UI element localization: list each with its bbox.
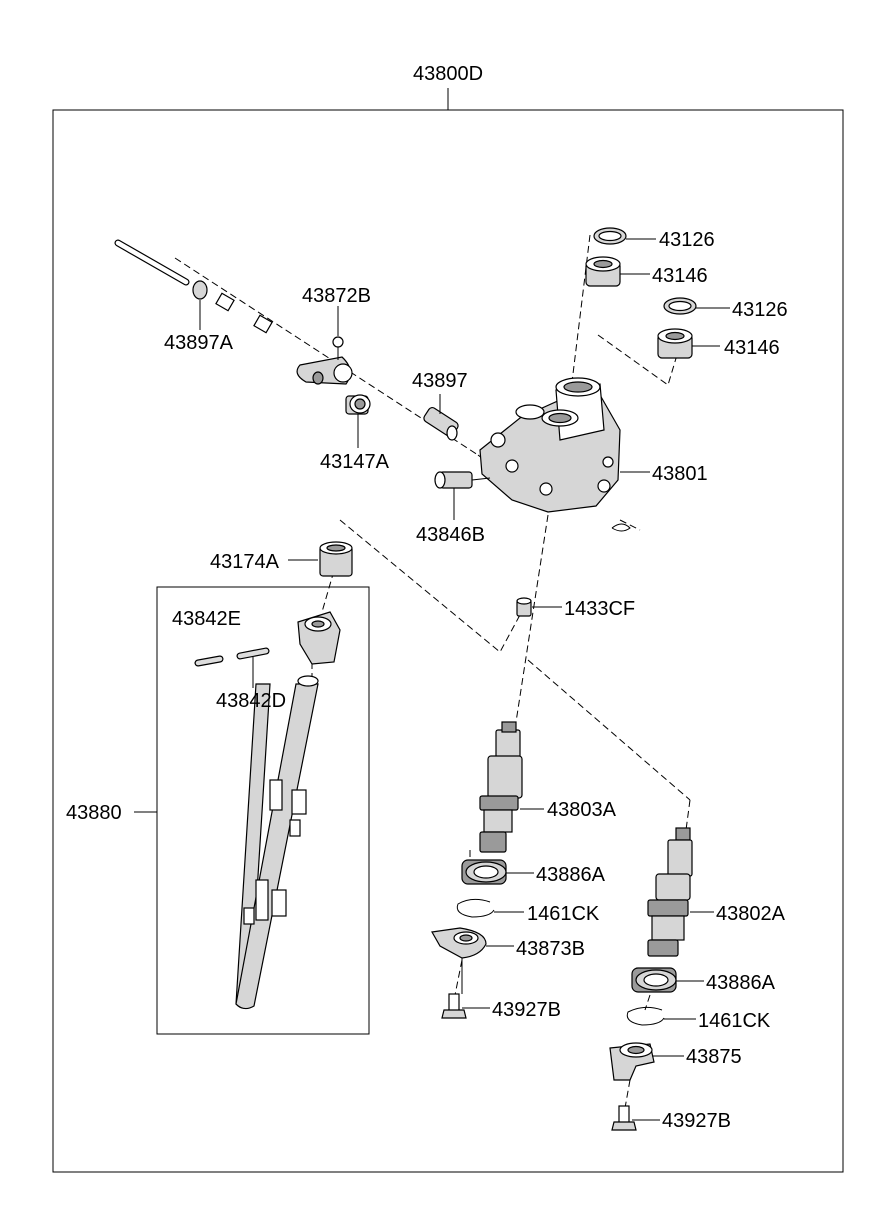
bushing-1433CF[interactable]: [516, 597, 532, 617]
shaft-43803A[interactable]: [479, 721, 523, 853]
label-43146-mid[interactable]: 43146: [724, 337, 780, 359]
label-1461CK-left[interactable]: 1461CK: [527, 903, 600, 925]
label-43872B[interactable]: 43872B: [302, 285, 371, 307]
pin-43842E[interactable]: [194, 655, 224, 667]
bushing-43174A[interactable]: [319, 541, 353, 577]
label-43842D[interactable]: 43842D: [216, 690, 286, 712]
shift-rail-43880[interactable]: [235, 675, 319, 1010]
plug-43846B[interactable]: [434, 471, 491, 489]
snap-ring-1461CK-left[interactable]: [456, 898, 495, 918]
seal-43126-mid[interactable]: [663, 297, 697, 315]
label-43873B[interactable]: 43873B: [516, 938, 585, 960]
label-43147A[interactable]: 43147A: [320, 451, 390, 473]
label-1433CF[interactable]: 1433CF: [564, 598, 635, 620]
bearing-43146-top[interactable]: [585, 256, 621, 287]
label-43842E[interactable]: 43842E: [172, 608, 241, 630]
pin-43842D[interactable]: [236, 647, 270, 660]
sleeve-43897[interactable]: [422, 406, 459, 441]
bearing-43147A[interactable]: [345, 394, 371, 415]
label-43875[interactable]: 43875: [686, 1046, 742, 1068]
lever-43872B[interactable]: [296, 336, 353, 385]
shaft-43802A[interactable]: [647, 827, 693, 957]
sub-assembly-frame-43880: [156, 586, 370, 1035]
label-43803A[interactable]: 43803A: [547, 799, 617, 821]
label-43802A[interactable]: 43802A: [716, 903, 786, 925]
bolt-43927B-left[interactable]: [441, 993, 467, 1019]
fork-43875[interactable]: [609, 1042, 655, 1081]
label-43126-top[interactable]: 43126: [659, 229, 715, 251]
label-43897[interactable]: 43897: [412, 370, 468, 392]
assembly-number-label[interactable]: 43800D: [413, 63, 483, 85]
assembly-frame: [52, 109, 844, 1173]
leader-lines: [134, 238, 730, 1121]
bushing-small-1: [215, 292, 235, 312]
bearing-43886A-right[interactable]: [631, 967, 677, 993]
pin-rod: [114, 239, 190, 286]
label-43846B[interactable]: 43846B: [416, 524, 485, 546]
bushing-small-2: [253, 314, 273, 334]
washer-43897A[interactable]: [192, 280, 208, 300]
label-1461CK-right[interactable]: 1461CK: [698, 1010, 771, 1032]
label-43880[interactable]: 43880: [66, 802, 122, 824]
bearing-43146-mid[interactable]: [657, 328, 693, 359]
label-43886A-left[interactable]: 43886A: [536, 864, 606, 886]
housing-43801[interactable]: [479, 377, 631, 532]
lever-43873B[interactable]: [431, 927, 487, 959]
label-43126-mid[interactable]: 43126: [732, 299, 788, 321]
seal-43126-top[interactable]: [593, 227, 627, 245]
label-43897A[interactable]: 43897A: [164, 332, 234, 354]
bearing-43886A-left[interactable]: [461, 859, 507, 885]
label-43174A[interactable]: 43174A: [210, 551, 280, 573]
label-43927B-right[interactable]: 43927B: [662, 1110, 731, 1132]
shift-fork-head: [297, 611, 341, 665]
snap-ring-1461CK-right[interactable]: [626, 1006, 665, 1026]
label-43886A-right[interactable]: 43886A: [706, 972, 776, 994]
label-43801[interactable]: 43801: [652, 463, 708, 485]
label-43146-top[interactable]: 43146: [652, 265, 708, 287]
bolt-43927B-right[interactable]: [611, 1105, 637, 1131]
label-43927B-left[interactable]: 43927B: [492, 999, 561, 1021]
